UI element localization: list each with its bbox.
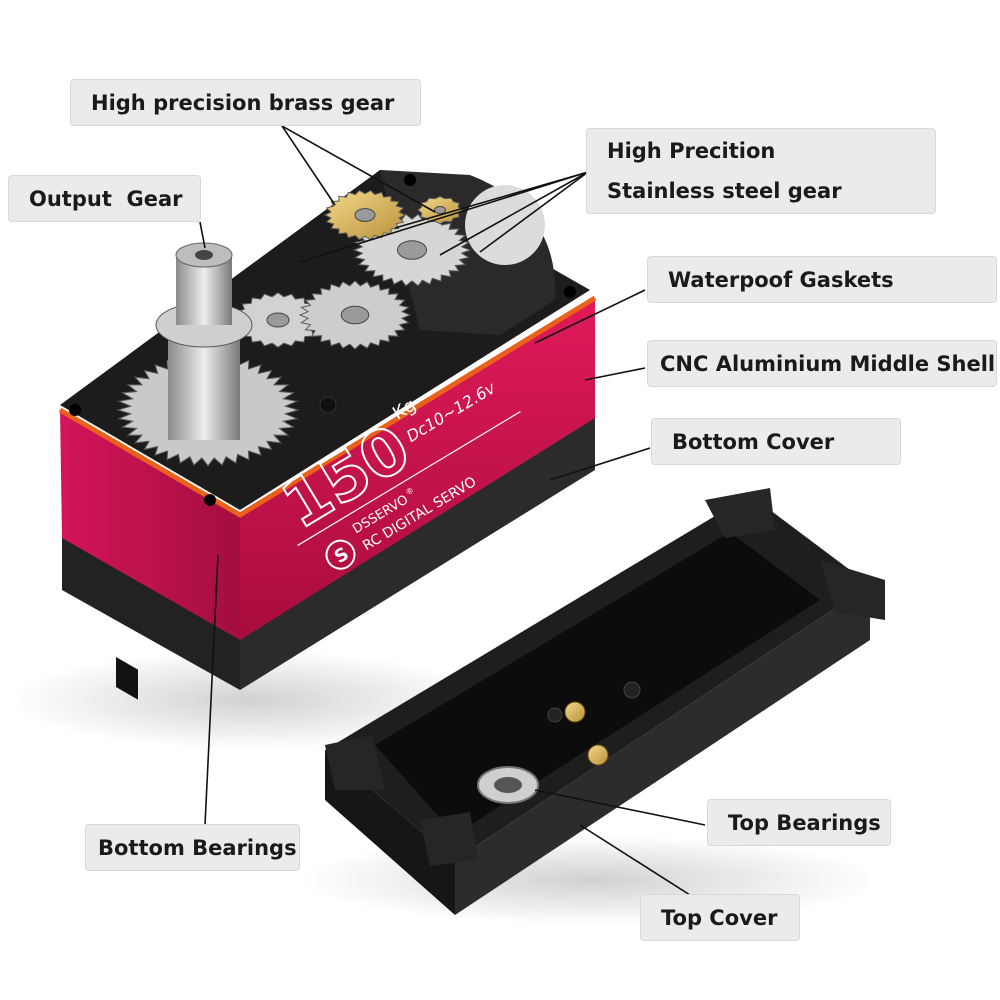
gear-hub: [434, 205, 446, 215]
mount-flange: [325, 735, 385, 790]
leader-bottom-bearings: [204, 554, 219, 826]
screw-hole: [404, 174, 416, 186]
cover-boss: [547, 707, 563, 723]
top-bearings-label: Top Bearings: [707, 799, 891, 846]
brass-insert: [564, 701, 586, 723]
cover-side: [455, 585, 870, 915]
brass-insert: [587, 744, 609, 766]
gear-hub: [266, 312, 290, 328]
steel-gear-label-line1: High Precition: [607, 139, 776, 163]
gaskets-label-text: Waterpoof Gaskets: [668, 267, 894, 292]
output-hole: [195, 250, 213, 260]
cover-cavity: [375, 532, 820, 835]
leader-steel-2: [439, 171, 589, 256]
mount-flange: [705, 488, 775, 538]
middle-shell-side: [240, 298, 595, 640]
top-bearing-hole: [494, 777, 522, 793]
bottom-bearings-label-text: Bottom Bearings: [98, 835, 297, 860]
leader-cnc: [584, 367, 646, 381]
brass-gear-label-text: High precision brass gear: [91, 90, 395, 115]
leader-output: [199, 221, 206, 249]
gaskets-label: Waterpoof Gaskets: [647, 256, 997, 303]
leader-brass-2: [281, 125, 436, 213]
screw-hole: [69, 404, 81, 416]
print-rule: [297, 411, 521, 546]
leader-top-cover: [579, 824, 691, 896]
middle-shell-front: [60, 410, 240, 640]
motor-can: [465, 185, 545, 265]
screw-hole: [204, 494, 216, 506]
gasket-line: [58, 295, 597, 518]
bottom-cover-front: [62, 535, 240, 690]
leader-brass-1: [281, 125, 336, 206]
leader-gasket: [534, 289, 646, 344]
top-cover: [325, 488, 885, 915]
bottom-cover-side: [240, 415, 595, 690]
output-gear-label-text: Output Gear: [29, 186, 183, 211]
leader-steel-3: [479, 171, 589, 253]
middle-shell-label-text: CNC Aluminium Middle Shell: [660, 351, 996, 376]
bottom-cover-label: Bottom Cover: [651, 418, 901, 465]
registered-mark: ®: [404, 486, 415, 498]
brass-gear-label: High precision brass gear: [70, 79, 421, 126]
gear-hub: [354, 208, 376, 222]
top-cover-label: Top Cover: [640, 894, 800, 941]
mount-flange: [420, 812, 478, 866]
leader-steel-4: [299, 171, 589, 263]
cover-end: [325, 750, 455, 915]
bottom-cover-label-text: Bottom Cover: [672, 429, 835, 454]
top-cover-label-text: Top Cover: [661, 905, 778, 930]
output-shaft: [168, 330, 240, 440]
screw-hole: [564, 286, 576, 298]
middle-shell-label: CNC Aluminium Middle Shell: [647, 340, 997, 387]
brand-logo: [325, 539, 356, 570]
leader-top-bearings: [534, 789, 706, 826]
gear-hub: [340, 305, 370, 325]
cover-boss: [623, 681, 641, 699]
bottom-bearings-label: Bottom Bearings: [85, 824, 300, 871]
screw-hole: [319, 396, 337, 414]
steel-gear-label-line2: Stainless steel gear: [607, 179, 842, 203]
leader-bottom-cover: [549, 447, 651, 481]
gear-hub: [397, 240, 427, 260]
top-bearings-label-text: Top Bearings: [728, 810, 881, 835]
wire-slot: [116, 656, 138, 700]
leader-lines: [199, 125, 706, 896]
mount-flange: [820, 560, 885, 620]
output-gear: [155, 242, 253, 440]
output-gear-label: Output Gear: [8, 175, 201, 222]
steel-gear-label: High Precition Stainless steel gear: [586, 128, 936, 214]
